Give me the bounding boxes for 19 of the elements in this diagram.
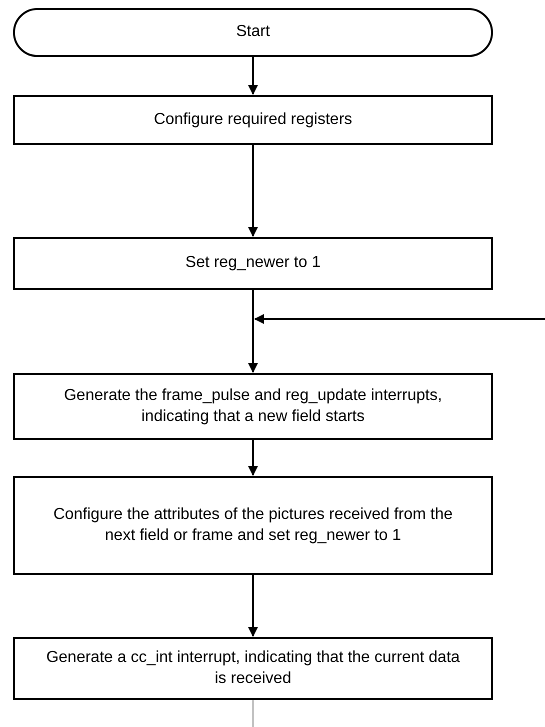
arrow — [248, 290, 258, 373]
terminator-shape — [13, 8, 493, 57]
arrow — [248, 145, 258, 237]
process-box — [13, 237, 493, 290]
node-text: Generate the frame_pulse and reg_update interrupts, indicating that a new field starts — [62, 386, 444, 426]
arrow — [248, 440, 258, 476]
node-text: Configure required registers — [154, 110, 352, 130]
node-text: Configure the attributes of the pictures received from the next field or frame and set reg_newer to 1 — [52, 504, 454, 546]
arrow — [248, 57, 258, 95]
arrow — [254, 314, 545, 324]
process-box — [13, 637, 493, 700]
process-box — [13, 373, 493, 440]
connector-line — [252, 700, 254, 727]
node-text: Generate a cc_int interrupt, indicating that the current data is received — [45, 648, 461, 688]
node-text: Start — [236, 22, 270, 42]
process-box — [13, 95, 493, 145]
node-text: Set reg_newer to 1 — [185, 253, 321, 274]
arrow — [248, 575, 258, 637]
process-box — [13, 476, 493, 575]
